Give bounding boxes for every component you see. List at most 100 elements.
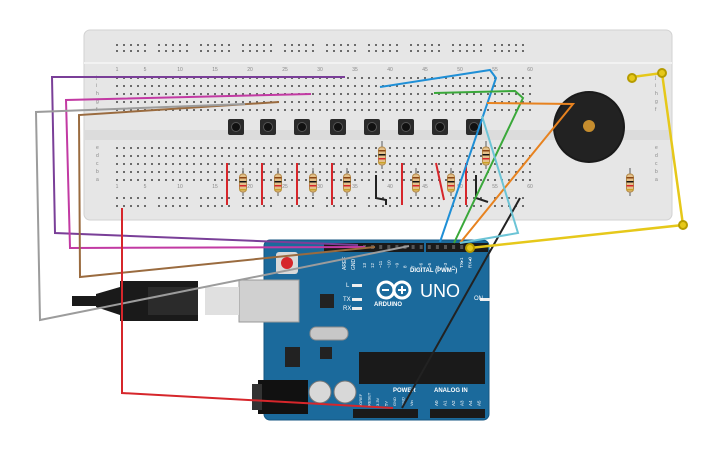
power-pin-label: RESET [367, 392, 372, 406]
hole [410, 155, 412, 157]
hole [305, 179, 307, 181]
hole [452, 93, 454, 95]
resistor [343, 168, 351, 196]
hole [116, 101, 118, 103]
hole [207, 101, 209, 103]
hole [284, 85, 286, 87]
hole [396, 101, 398, 103]
hole [165, 205, 167, 207]
hole [368, 197, 370, 199]
hole [165, 147, 167, 149]
hole [158, 205, 160, 207]
hole [375, 147, 377, 149]
hole [417, 197, 419, 199]
resistor-band [447, 189, 455, 191]
resistor-band [343, 177, 351, 179]
hole [459, 163, 461, 165]
hole [501, 44, 503, 46]
hole [354, 44, 356, 46]
hole [130, 171, 132, 173]
column-label: 45 [422, 184, 428, 190]
digital-pin-label: ~6 [419, 262, 424, 268]
resistor-band [626, 181, 634, 183]
hole [186, 147, 188, 149]
hole [382, 109, 384, 111]
hole [522, 85, 524, 87]
hole [480, 163, 482, 165]
hole [508, 85, 510, 87]
hole [473, 197, 475, 199]
hole [151, 101, 153, 103]
hole [333, 50, 335, 52]
hole [116, 93, 118, 95]
hole [466, 85, 468, 87]
hole [354, 179, 356, 181]
hole [200, 44, 202, 46]
hole [193, 147, 195, 149]
hole [396, 205, 398, 207]
hole [284, 171, 286, 173]
row-label: a [96, 177, 99, 183]
hole [340, 205, 342, 207]
hole [235, 171, 237, 173]
hole [291, 155, 293, 157]
hole [256, 101, 258, 103]
hole [214, 179, 216, 181]
hole [137, 197, 139, 199]
hole [207, 155, 209, 157]
row-label: d [96, 153, 99, 159]
hole [256, 109, 258, 111]
arduino-uno-board: UNO ARDUINO DIGITAL (PWM~) ANALOG IN POW… [205, 239, 490, 421]
hole [158, 155, 160, 157]
hole [221, 93, 223, 95]
hole [403, 163, 405, 165]
hole [151, 171, 153, 173]
hole [480, 155, 482, 157]
hole [389, 163, 391, 165]
hole [186, 85, 188, 87]
hole [312, 155, 314, 157]
hole [340, 101, 342, 103]
hole [347, 101, 349, 103]
hole [494, 147, 496, 149]
hole [207, 197, 209, 199]
hole [501, 171, 503, 173]
hole [165, 93, 167, 95]
hole [235, 109, 237, 111]
hole [242, 155, 244, 157]
hole [431, 179, 433, 181]
resistor-band [309, 177, 317, 179]
pin-hole [427, 245, 431, 249]
pushbutton [330, 119, 346, 135]
hole [424, 179, 426, 181]
hole [333, 44, 335, 46]
hole [249, 85, 251, 87]
hole [501, 93, 503, 95]
hole [459, 50, 461, 52]
hole [452, 197, 454, 199]
row-label: h [96, 91, 99, 97]
hole [389, 101, 391, 103]
hole [473, 205, 475, 207]
hole [228, 93, 230, 95]
hole [347, 197, 349, 199]
hole [459, 85, 461, 87]
hole [207, 147, 209, 149]
hole [410, 77, 412, 79]
hole [494, 44, 496, 46]
hole [452, 77, 454, 79]
hole [424, 85, 426, 87]
hole [158, 171, 160, 173]
hole [214, 109, 216, 111]
hole [333, 179, 335, 181]
hole [417, 85, 419, 87]
hole [200, 85, 202, 87]
hole [417, 93, 419, 95]
hole [123, 93, 125, 95]
hole [452, 171, 454, 173]
hole [256, 205, 258, 207]
hole [249, 109, 251, 111]
hole [501, 147, 503, 149]
hole [123, 85, 125, 87]
hole [515, 155, 517, 157]
